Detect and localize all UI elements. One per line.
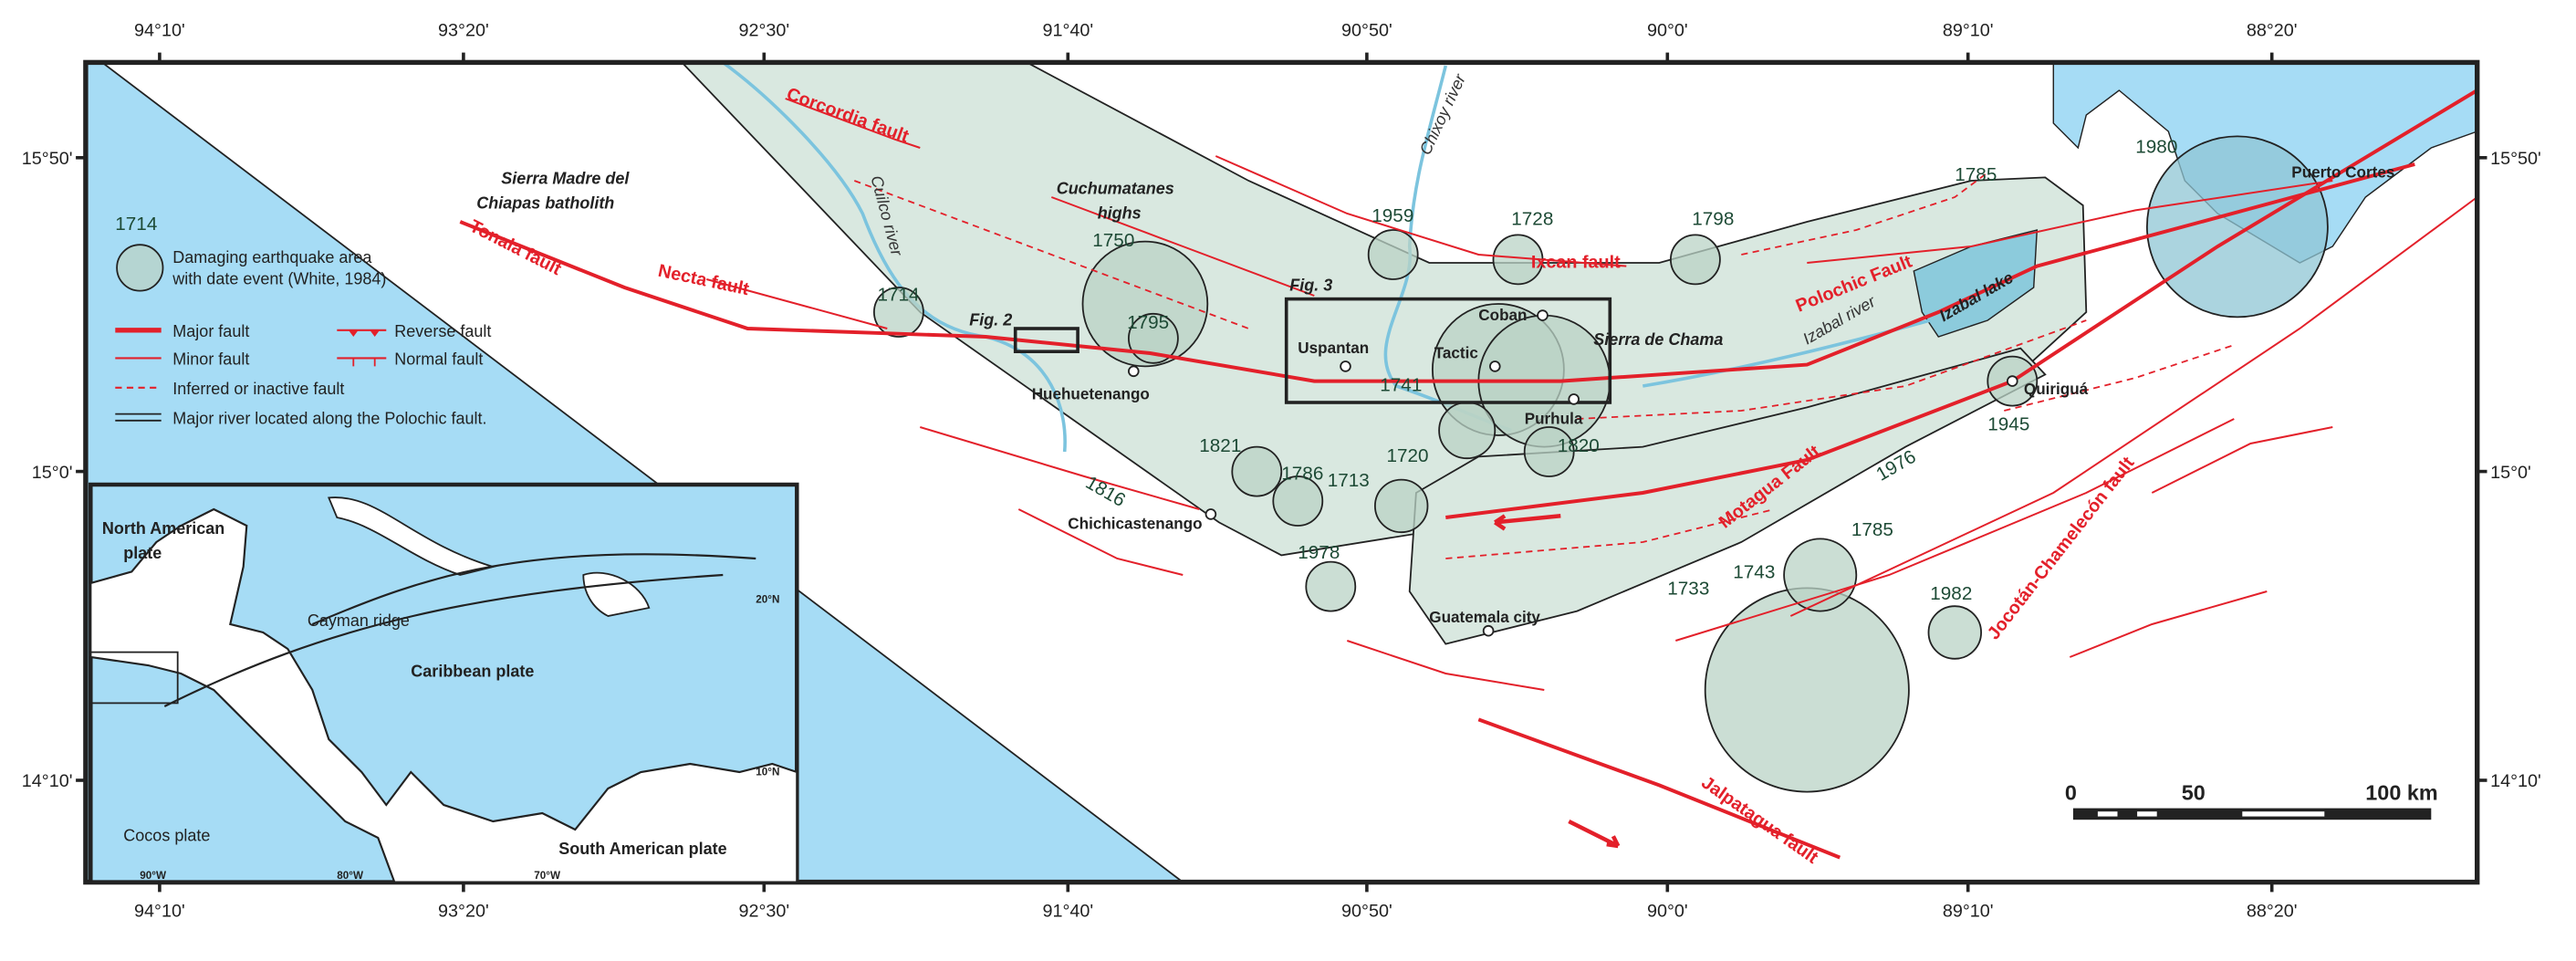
svg-text:Minor fault: Minor fault [172,350,249,369]
svg-text:1785: 1785 [1955,164,1997,185]
svg-text:0: 0 [2065,781,2077,805]
svg-text:1720: 1720 [1387,445,1429,466]
city-label: Purhula [1525,410,1583,427]
lat-label: 14°10' [2490,771,2541,791]
svg-text:1728: 1728 [1511,209,1553,230]
region-label: Sierra de Chama [1593,330,1723,349]
lon-label: 94°10' [134,21,185,41]
svg-text:1980: 1980 [2135,136,2177,157]
svg-text:1795: 1795 [1127,312,1169,333]
svg-text:10°N: 10°N [756,767,779,778]
city-markers [1128,309,2018,637]
svg-text:1743: 1743 [1733,562,1775,583]
lon-label: 88°20' [2247,21,2298,41]
region-label: Sierra Madre del [501,170,630,188]
city-label: Puerto Cortes [2291,163,2394,181]
svg-text:1959: 1959 [1371,205,1413,226]
svg-text:1785: 1785 [1851,519,1893,540]
lon-label: 90°0' [1647,901,1688,921]
motion-arrow [1494,513,1561,531]
city-label: Huehuetenango [1032,385,1150,402]
svg-text:1821: 1821 [1199,435,1241,456]
lon-label: 90°50' [1341,21,1392,41]
svg-text:50: 50 [2182,781,2206,805]
svg-text:1786: 1786 [1281,464,1323,485]
lon-label: 89°10' [1943,21,1994,41]
city-label: Guatemala city [1429,609,1540,626]
scale-bar: 0 50 100 km [2065,781,2438,820]
region-label: highs [1098,204,1142,222]
region-label: Cuchumatanes [1057,179,1174,197]
svg-text:100 km: 100 km [2365,781,2437,805]
earthquake-areas [873,135,2329,793]
svg-text:North American: North American [102,519,224,538]
lon-label: 90°0' [1647,21,1688,41]
svg-text:1741: 1741 [1380,374,1422,395]
svg-text:20°N: 20°N [756,594,779,606]
lon-label: 89°10' [1943,901,1994,921]
lon-label: 90°50' [1341,901,1392,921]
svg-text:70°W: 70°W [534,870,561,882]
svg-text:Reverse fault: Reverse fault [394,322,491,340]
svg-text:Major river located along the: Major river located along the Polochic f… [172,409,486,427]
svg-text:Cocos plate: Cocos plate [123,827,210,845]
lon-label: 91°40' [1042,901,1093,921]
lon-label: 91°40' [1042,21,1093,41]
legend-eq-text: with date event (White, 1984) [172,269,386,287]
lon-label: 88°20' [2247,901,2298,921]
fig2-box[interactable] [1013,327,1079,353]
city-label: Coban [1478,307,1527,324]
region-label: Chiapas batholith [476,194,614,213]
svg-text:South American plate: South American plate [558,840,726,858]
legend-sample-date: 1714 [115,214,157,235]
svg-text:1820: 1820 [1558,435,1600,456]
svg-text:Major fault: Major fault [172,322,249,340]
fig3-box[interactable] [1284,297,1612,404]
city-label: Chichicastenango [1068,516,1202,533]
svg-text:90°W: 90°W [140,870,167,882]
lat-label: 15°50' [2490,149,2541,169]
legend-eq-text: Damaging earthquake area [172,248,372,266]
fig3-label[interactable]: Fig. 3 [1289,277,1332,295]
seismic-zone-motagua [1408,347,2047,645]
lon-label: 93°20' [438,21,489,41]
svg-text:Normal fault: Normal fault [394,350,483,369]
city-label: Uspantan [1298,339,1369,357]
svg-text:1982: 1982 [1930,583,1972,604]
svg-text:1713: 1713 [1328,470,1370,491]
svg-text:1733: 1733 [1667,579,1709,600]
lon-label: 92°30' [738,21,789,41]
fault-label: Ixcan fault [1531,252,1621,272]
lat-label: 15°0' [32,463,73,483]
svg-text:80°W: 80°W [337,870,364,882]
faults [459,89,2478,860]
lat-label: 15°50' [22,149,73,169]
city-label: Quiriguá [2024,381,2089,398]
svg-text:Cayman ridge: Cayman ridge [308,611,410,630]
svg-text:1978: 1978 [1298,542,1340,563]
lon-label: 94°10' [134,901,185,921]
motion-arrow [1568,819,1621,849]
svg-text:1798: 1798 [1692,209,1734,230]
lon-label: 92°30' [738,901,789,921]
fig2-label[interactable]: Fig. 2 [969,310,1012,329]
svg-text:1945: 1945 [1987,414,2029,435]
inset-map: North American plate Cayman ridge Caribb… [89,482,799,884]
lat-label: 14°10' [22,771,73,791]
legend: 1714 Damaging earthquake area with date … [115,214,491,427]
svg-text:Inferred or inactive fault: Inferred or inactive fault [172,380,344,398]
svg-text:plate: plate [123,544,162,562]
city-label: Tactic [1434,344,1478,361]
svg-text:1714: 1714 [878,284,920,305]
lon-label: 93°20' [438,901,489,921]
lat-label: 15°0' [2490,463,2531,483]
svg-text:Caribbean plate: Caribbean plate [411,663,534,681]
svg-text:1750: 1750 [1092,230,1134,251]
